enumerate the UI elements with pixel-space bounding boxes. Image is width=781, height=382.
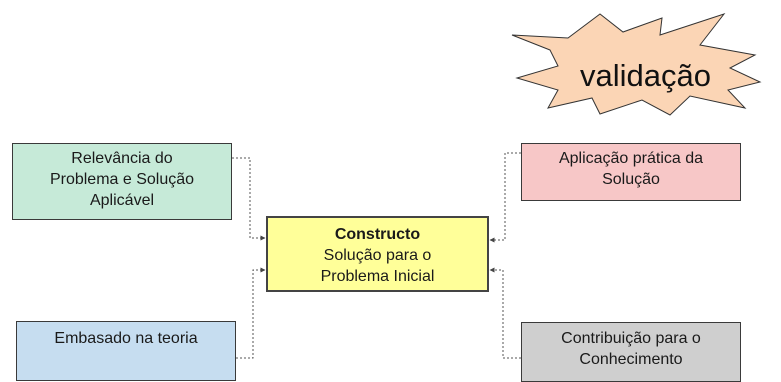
embasado-box: Embasado na teoria [16, 321, 236, 381]
connector-contribuicao [489, 267, 521, 359]
relevancia-line-3: Aplicável [89, 192, 155, 209]
connectors [232, 152, 521, 359]
relevancia-line-2: Problema e Solução [49, 171, 195, 188]
constructo-title: Constructo [334, 225, 421, 243]
contribuicao-box: Contribuição para o Conhecimento [521, 322, 741, 382]
starburst-shape [511, 13, 762, 116]
aplicacao-line-2: Solução [602, 171, 660, 188]
aplicacao-box: Aplicação prática da Solução [521, 143, 741, 201]
embasado-line-1: Embasado na teoria [54, 330, 198, 347]
constructo-line-2: Problema Inicial [320, 267, 435, 285]
constructo-box: Constructo Solução para o Problema Inici… [266, 216, 489, 292]
connector-aplicacao [489, 152, 521, 243]
contribuicao-line-1: Contribuição para o [561, 330, 701, 347]
relevancia-line-1: Relevância do [71, 150, 173, 167]
starburst-label: validação [580, 58, 711, 93]
connector-embasado [236, 267, 266, 359]
aplicacao-line-1: Aplicação prática da [558, 150, 704, 167]
relevancia-box: Relevância do Problema e Solução Aplicáv… [12, 143, 232, 220]
contribuicao-line-2: Conhecimento [579, 351, 683, 368]
connector-relevancia [232, 157, 266, 241]
constructo-line-1: Solução para o [323, 246, 432, 264]
